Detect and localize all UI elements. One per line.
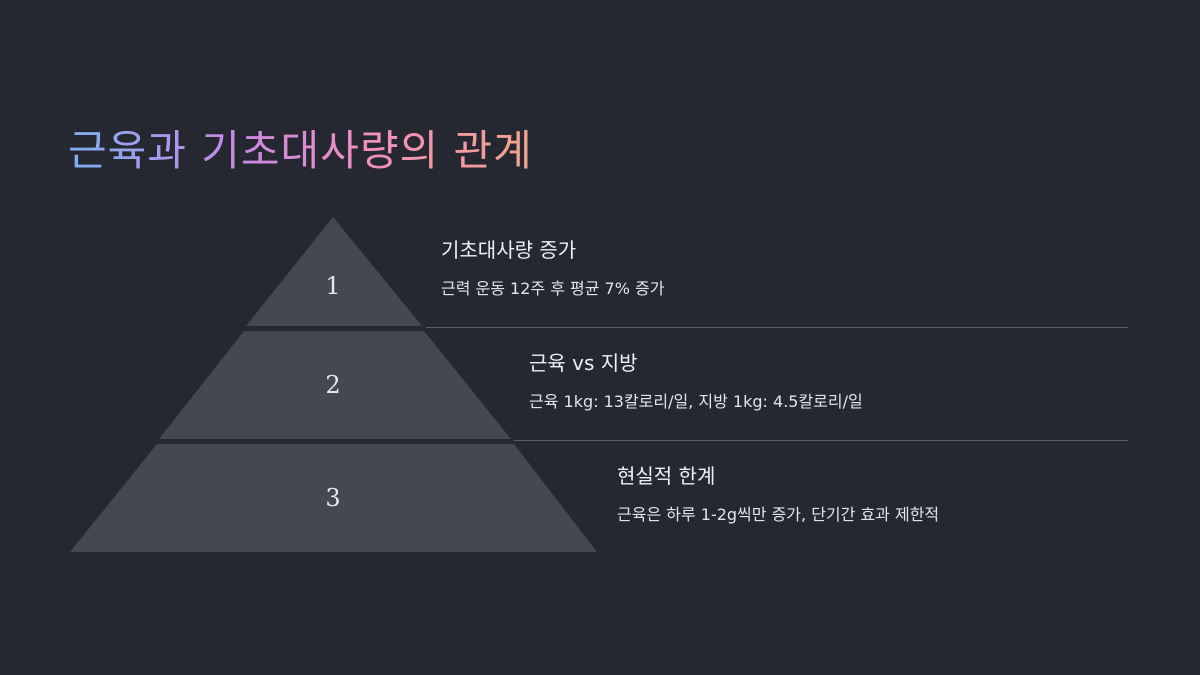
tier-2-number: 2 bbox=[325, 371, 340, 399]
pyramid-tier-1 bbox=[246, 217, 422, 326]
level-3-text: 현실적 한계 근육은 하루 1-2g씩만 증가, 단기간 효과 제한적 bbox=[617, 462, 939, 526]
level-2-text: 근육 vs 지방 근육 1kg: 13칼로리/일, 지방 1kg: 4.5칼로리… bbox=[529, 349, 863, 413]
page-title: 근육과 기초대사량의 관계 bbox=[68, 120, 533, 182]
level-1-heading: 기초대사량 증가 bbox=[441, 238, 577, 262]
level-1-description: 근력 운동 12주 후 평균 7% 증가 bbox=[441, 279, 665, 298]
divider-1 bbox=[426, 327, 1128, 328]
level-1-text: 기초대사량 증가 근력 운동 12주 후 평균 7% 증가 bbox=[441, 236, 664, 300]
pyramid-tier-2 bbox=[159, 331, 511, 439]
level-2-heading: 근육 vs 지방 bbox=[529, 351, 638, 375]
pyramid-tier-3 bbox=[70, 444, 597, 552]
divider-2 bbox=[514, 440, 1128, 441]
tier-3-number: 3 bbox=[325, 484, 340, 512]
level-3-heading: 현실적 한계 bbox=[617, 464, 716, 488]
level-3-description: 근육은 하루 1-2g씩만 증가, 단기간 효과 제한적 bbox=[617, 505, 940, 524]
tier-1-number: 1 bbox=[325, 272, 340, 300]
level-2-description: 근육 1kg: 13칼로리/일, 지방 1kg: 4.5칼로리/일 bbox=[529, 392, 863, 411]
